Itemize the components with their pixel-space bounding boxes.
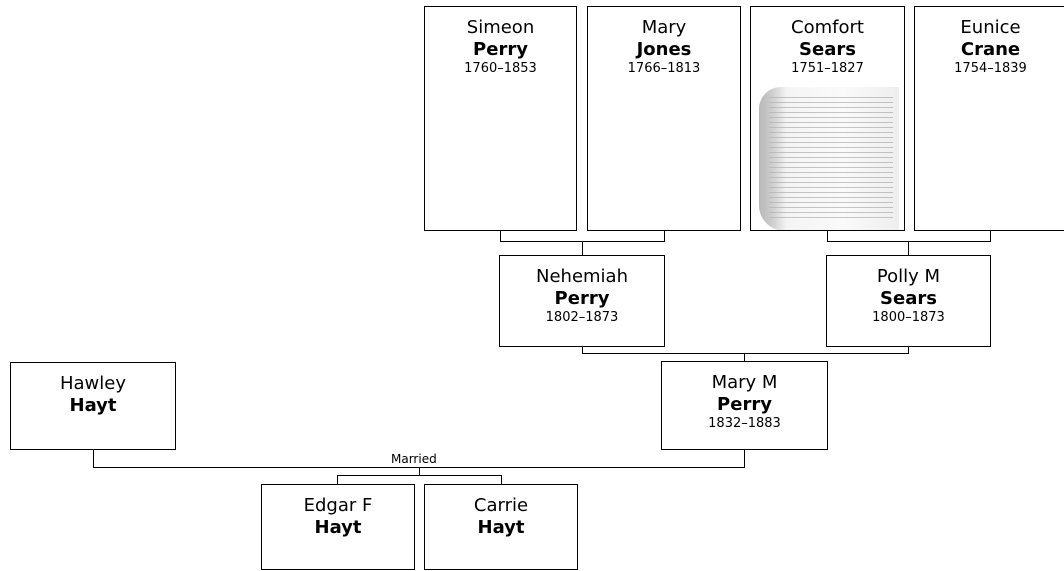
given-name: Eunice — [960, 17, 1021, 38]
connector-line — [744, 449, 745, 468]
surname: Hayt — [69, 395, 117, 416]
connector-line — [93, 449, 94, 468]
surname: Jones — [636, 39, 692, 60]
surname: Perry — [473, 39, 528, 60]
married-label: Married — [389, 451, 439, 467]
life-dates: 1754–1839 — [954, 61, 1027, 76]
connector-line — [419, 467, 420, 476]
connector-line — [908, 241, 909, 256]
life-dates: 1802–1873 — [545, 310, 619, 325]
surname: Perry — [554, 288, 610, 309]
given-name: Edgar F — [303, 495, 373, 516]
page-shadow — [759, 87, 787, 230]
connector-line — [990, 230, 991, 242]
connector-line — [908, 346, 909, 354]
person-card-carrie-hayt[interactable]: Carrie Hayt — [424, 484, 578, 570]
connector-line — [501, 475, 502, 485]
surname: Hayt — [314, 517, 362, 538]
surname: Sears — [799, 39, 856, 60]
connector-line — [827, 230, 828, 242]
connector-line — [744, 353, 745, 362]
person-card-eunice-crane[interactable]: Eunice Crane 1754–1839 — [914, 6, 1064, 231]
surname: Sears — [880, 288, 937, 309]
connector-line — [582, 353, 909, 354]
connector-line — [337, 475, 338, 485]
given-name: Polly M — [876, 266, 941, 287]
connector-line — [500, 230, 501, 242]
life-dates: 1751–1827 — [791, 61, 864, 76]
surname: Perry — [717, 394, 772, 415]
person-card-edgar-hayt[interactable]: Edgar F Hayt — [261, 484, 415, 570]
document-photo-thumbnail[interactable] — [759, 87, 899, 230]
given-name: Comfort — [791, 17, 864, 38]
surname: Crane — [960, 39, 1021, 60]
life-dates: 1766–1813 — [627, 61, 701, 76]
connector-line — [664, 230, 665, 242]
person-card-mary-m-perry[interactable]: Mary M Perry 1832–1883 — [661, 361, 828, 450]
life-dates: 1832–1883 — [708, 416, 781, 431]
connector-line — [827, 241, 991, 242]
given-name: Nehemiah — [536, 266, 628, 287]
given-name: Hawley — [59, 373, 126, 394]
given-name: Simeon — [466, 17, 535, 38]
given-name: Carrie — [473, 495, 529, 516]
person-card-hawley-hayt[interactable]: Hawley Hayt — [10, 362, 176, 450]
person-card-simeon-perry[interactable]: Simeon Perry 1760–1853 — [424, 6, 577, 231]
person-card-mary-jones[interactable]: Mary Jones 1766–1813 — [587, 6, 741, 231]
surname: Hayt — [477, 517, 525, 538]
document-text-texture — [769, 97, 893, 221]
life-dates: 1800–1873 — [872, 310, 945, 325]
given-name: Mary M — [711, 372, 778, 393]
person-card-polly-sears[interactable]: Polly M Sears 1800–1873 — [826, 255, 991, 347]
person-card-nehemiah-perry[interactable]: Nehemiah Perry 1802–1873 — [499, 255, 665, 347]
given-name: Mary — [641, 17, 687, 38]
life-dates: 1760–1853 — [464, 61, 537, 76]
connector-line — [582, 241, 583, 256]
connector-line — [582, 346, 583, 354]
person-card-comfort-sears[interactable]: Comfort Sears 1751–1827 — [750, 6, 905, 231]
connector-line — [337, 475, 502, 476]
